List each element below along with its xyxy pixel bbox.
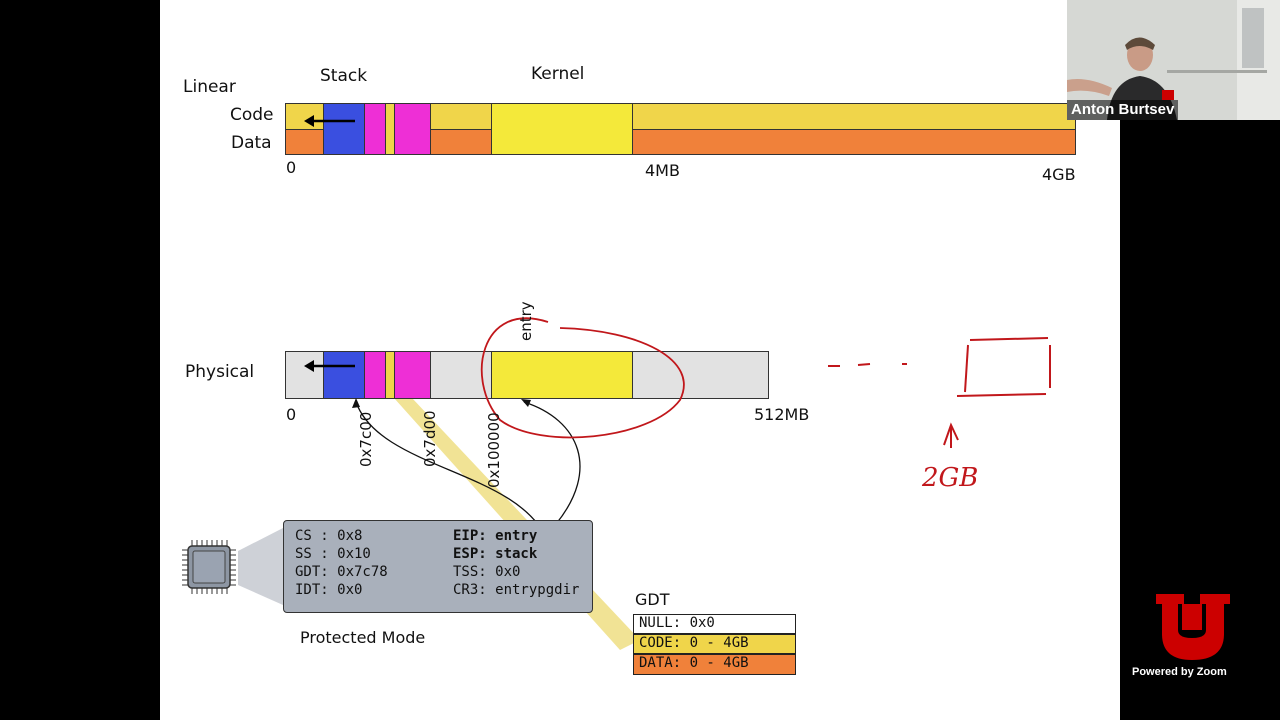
physical-kernel-block bbox=[491, 351, 633, 399]
gdt-title: GDT bbox=[635, 590, 670, 609]
kernel-label: Kernel bbox=[531, 64, 585, 84]
linear-stack-arrow-icon bbox=[304, 115, 355, 127]
linear-stack-block bbox=[323, 103, 365, 155]
linear-loader-block bbox=[394, 103, 431, 155]
reg-eip: EIP: entry bbox=[453, 528, 538, 544]
data-label: Data bbox=[231, 133, 272, 153]
handwritten-2gb: 2GB bbox=[922, 463, 979, 493]
linear-tick-4gb: 4GB bbox=[1042, 165, 1076, 184]
addr-7d00: 0x7d00 bbox=[421, 410, 439, 467]
reg-gdt: GDT: 0x7c78 bbox=[295, 564, 388, 580]
cpu-register-panel: CS : 0x8 SS : 0x10 GDT: 0x7c78 IDT: 0x0 … bbox=[283, 520, 593, 613]
physical-stack-arrow2-icon bbox=[304, 360, 355, 372]
gdt-row-null: NULL: 0x0 bbox=[633, 614, 796, 634]
linear-label: Linear bbox=[183, 77, 236, 97]
physical-stack-block bbox=[323, 351, 365, 399]
participant-name-tag: Anton Burtsev bbox=[1067, 100, 1179, 120]
code-label: Code bbox=[230, 105, 274, 125]
powered-by-zoom: Powered by Zoom bbox=[1132, 666, 1227, 678]
gdt-row-code: CODE: 0 - 4GB bbox=[633, 634, 796, 654]
university-logo-icon bbox=[1156, 594, 1230, 660]
reg-idt: IDT: 0x0 bbox=[295, 582, 363, 598]
physical-tick-512mb: 512MB bbox=[754, 405, 810, 424]
physical-label: Physical bbox=[185, 362, 255, 382]
reg-cr3: CR3: entrypgdir bbox=[453, 582, 580, 598]
protected-mode-label: Protected Mode bbox=[300, 628, 426, 647]
participant-video bbox=[1067, 0, 1280, 120]
reg-ss: SS : 0x10 bbox=[295, 546, 371, 562]
reg-tss: TSS: 0x0 bbox=[453, 564, 521, 580]
linear-kernel-block bbox=[491, 103, 633, 155]
linear-tick-4mb: 4MB bbox=[645, 161, 680, 180]
cpu-chip-icon bbox=[182, 540, 236, 594]
gdt-row-data: DATA: 0 - 4GB bbox=[633, 654, 796, 675]
addr-7c00: 0x7c00 bbox=[357, 411, 375, 467]
addr-100000: 0x100000 bbox=[485, 412, 503, 488]
physical-loader-block bbox=[394, 351, 431, 399]
entry-label: entry bbox=[517, 301, 535, 341]
reg-esp: ESP: stack bbox=[453, 546, 538, 562]
physical-tick-0: 0 bbox=[286, 405, 297, 424]
linear-tick-0: 0 bbox=[286, 158, 297, 177]
reg-cs: CS : 0x8 bbox=[295, 528, 363, 544]
participant-video-frame bbox=[1067, 0, 1280, 120]
stack-label: Stack bbox=[320, 66, 368, 86]
